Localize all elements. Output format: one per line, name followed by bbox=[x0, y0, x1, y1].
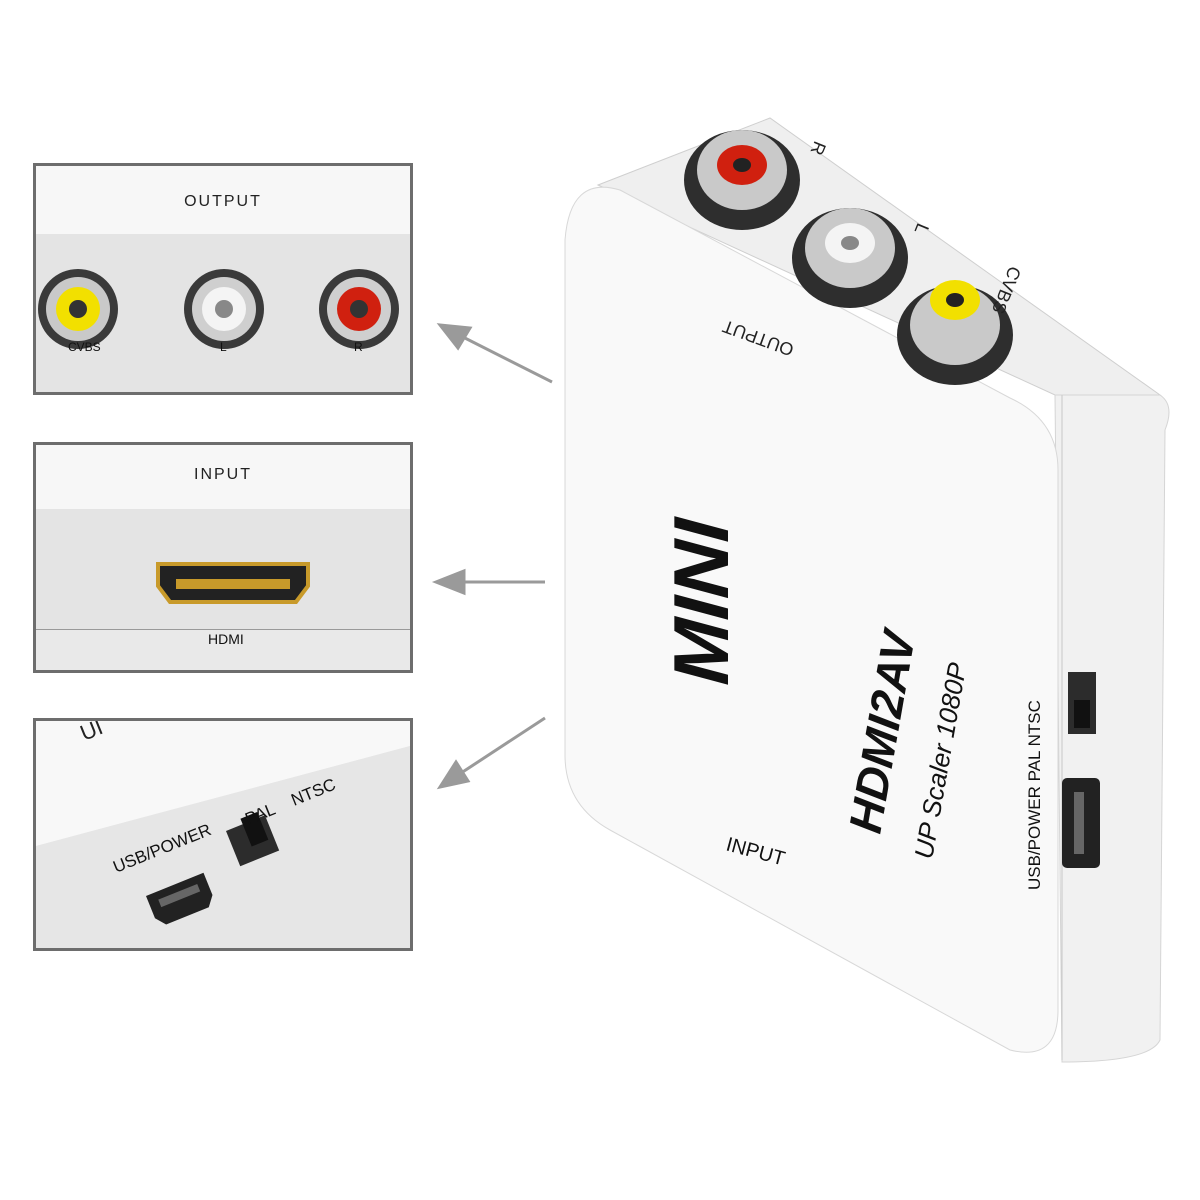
l-label: L bbox=[220, 340, 227, 354]
output-panel-title: OUTPUT bbox=[36, 166, 410, 234]
cvbs-label: CVBS bbox=[68, 340, 101, 354]
power-detail-panel: USB/POWER PAL NTSC UI bbox=[33, 718, 413, 951]
mini-usb-port-icon bbox=[146, 872, 213, 925]
input-detail-panel: INPUT HDMI bbox=[33, 442, 413, 673]
right-audio-jack-icon bbox=[319, 269, 399, 349]
input-panel-title: INPUT bbox=[36, 445, 410, 509]
left-audio-jack-icon bbox=[184, 269, 264, 349]
device-mini-usb-port-icon bbox=[1062, 778, 1100, 868]
cvbs-jack-icon bbox=[38, 269, 118, 349]
r-label: R bbox=[354, 340, 363, 354]
usb-switch-closeup: USB/POWER PAL NTSC UI bbox=[36, 721, 410, 948]
hdmi-port-icon bbox=[36, 509, 410, 629]
device-l-jack-icon bbox=[792, 208, 908, 308]
device-r-jack-icon bbox=[684, 130, 800, 230]
device-brand-mini: MINI bbox=[657, 506, 744, 694]
rca-jacks-closeup bbox=[36, 234, 410, 392]
device-cvbs-jack-icon bbox=[897, 280, 1013, 385]
output-detail-panel: OUTPUT CVBS L R bbox=[33, 163, 413, 395]
device-pal-ntsc-switch[interactable] bbox=[1068, 672, 1096, 734]
hdmi-label: HDMI bbox=[208, 631, 244, 647]
device-side-label: USB/POWER PAL NTSC bbox=[1025, 700, 1044, 890]
